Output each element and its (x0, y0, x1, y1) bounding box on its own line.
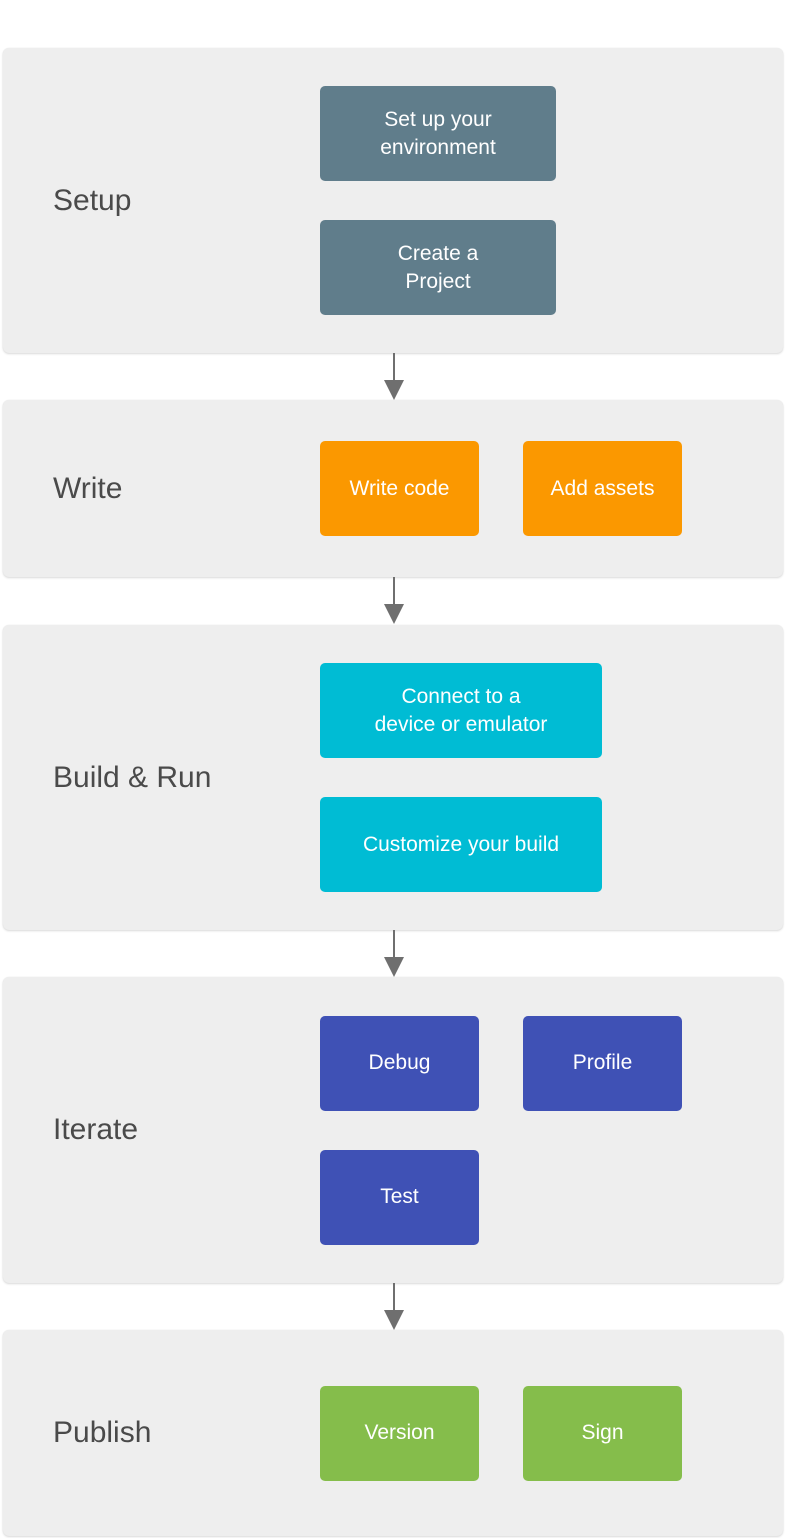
arrow-line (393, 930, 395, 957)
stage-label-publish: Publish (53, 1416, 152, 1449)
stage-band-setup: Setup Set up your environment Create a P… (3, 48, 783, 353)
add-assets-button[interactable]: Add assets (523, 441, 682, 536)
arrow-head (384, 957, 404, 977)
arrow-head (384, 604, 404, 624)
stage-label-iterate: Iterate (53, 1113, 139, 1146)
write-code-button[interactable]: Write code (320, 441, 479, 536)
customize-build-button[interactable]: Customize your build (320, 797, 602, 892)
connect-device-emulator-button[interactable]: Connect to a device or emulator (320, 663, 602, 758)
stage-label-setup: Setup (53, 183, 132, 217)
stage-band-write: Write Write code Add assets (3, 400, 783, 577)
stage-label-build-and-run: Build & Run (53, 760, 212, 794)
stage-band-publish: Publish Version Sign (3, 1330, 783, 1536)
down-arrow-icon (384, 577, 404, 624)
build-run-buttons-group: Connect to a device or emulator Customiz… (320, 625, 602, 930)
stage-label-write: Write (53, 471, 123, 505)
arrow-line (393, 577, 395, 604)
stage-band-iterate: Iterate Debug Profile Test (3, 977, 783, 1283)
arrow-line (393, 353, 395, 380)
down-arrow-icon (384, 353, 404, 400)
arrow-line (393, 1283, 395, 1310)
set-up-environment-button[interactable]: Set up your environment (320, 86, 556, 181)
version-button[interactable]: Version (320, 1385, 479, 1481)
create-a-project-button[interactable]: Create a Project (320, 220, 556, 315)
publish-buttons-group: Version Sign (320, 1330, 682, 1536)
debug-button[interactable]: Debug (320, 1015, 479, 1111)
profile-button[interactable]: Profile (523, 1015, 682, 1111)
down-arrow-icon (384, 930, 404, 977)
test-button[interactable]: Test (320, 1149, 479, 1245)
arrow-head (384, 380, 404, 400)
sign-button[interactable]: Sign (523, 1385, 682, 1481)
arrow-head (384, 1310, 404, 1330)
setup-buttons-group: Set up your environment Create a Project (320, 48, 556, 353)
down-arrow-icon (384, 1283, 404, 1330)
write-buttons-group: Write code Add assets (320, 400, 682, 577)
iterate-buttons-group: Debug Profile Test (320, 977, 682, 1283)
stage-band-build-and-run: Build & Run Connect to a device or emula… (3, 625, 783, 930)
